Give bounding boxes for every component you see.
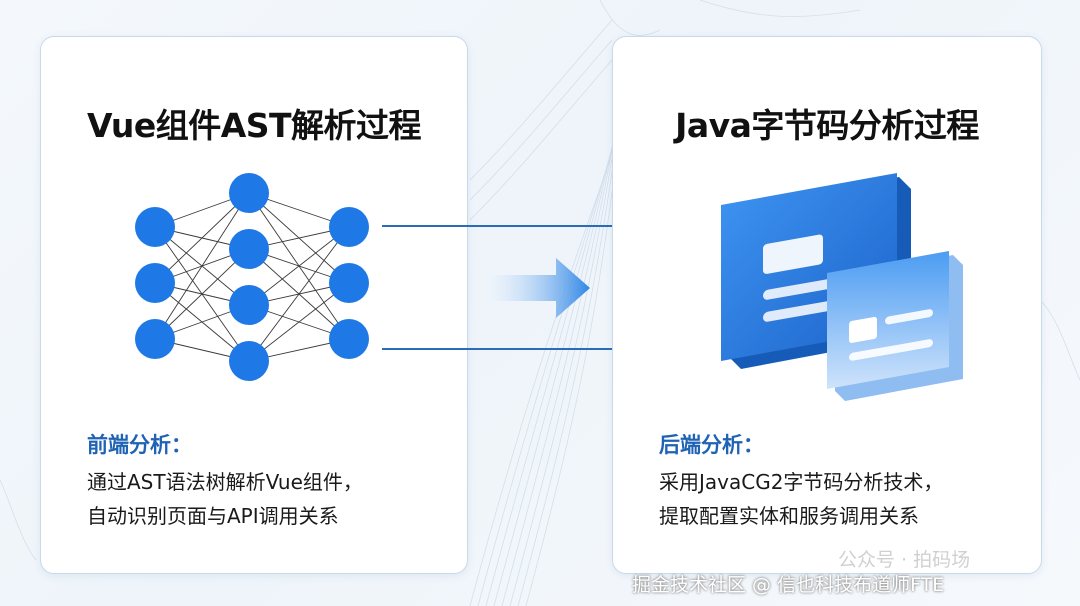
network-node: [229, 285, 269, 325]
network-node: [135, 207, 175, 247]
left-description-line: 通过AST语法树解析Vue组件，: [87, 470, 363, 494]
network-node: [329, 319, 369, 359]
network-edge: [248, 226, 350, 362]
right-panel-title: Java字节码分析过程: [675, 106, 979, 145]
network-node: [229, 341, 269, 381]
network-edge: [154, 248, 250, 340]
left-description: 通过AST语法树解析Vue组件， 自动识别页面与API调用关系: [87, 465, 363, 533]
left-panel-title: Vue组件AST解析过程: [86, 106, 422, 145]
network-node: [329, 207, 369, 247]
network-edge: [154, 192, 250, 284]
right-description-line: 采用JavaCG2字节码分析技术，: [659, 470, 944, 494]
right-description: 采用JavaCG2字节码分析技术， 提取配置实体和服务调用关系: [659, 465, 943, 533]
network-edge: [248, 226, 350, 306]
network-node: [135, 319, 175, 359]
network-node: [135, 263, 175, 303]
left-section-heading: 前端分析：: [87, 433, 192, 457]
network-node: [329, 263, 369, 303]
front-window-icon: [827, 251, 963, 401]
network-edge: [248, 282, 350, 362]
right-description-line: 提取配置实体和服务调用关系: [659, 504, 919, 528]
right-section-heading: 后端分析：: [659, 433, 764, 457]
watermark: 掘金技术社区 @ 信也科技布道师FTE: [632, 574, 945, 596]
document-windows-icon: [721, 173, 963, 401]
right-panel: Java字节码分析过程 后端分析: [612, 36, 1042, 574]
faint-watermark: 公众号 · 拍码场: [838, 549, 971, 571]
left-panel: Vue组件AST解析过程 前端分析： 通过AST语法树解析Vue组件， 自动识别…: [40, 36, 468, 574]
neural-network-diagram: [135, 173, 369, 381]
network-edge: [154, 192, 250, 340]
center-arrow: [490, 258, 590, 318]
left-description-line: 自动识别页面与API调用关系: [87, 504, 339, 528]
network-node: [229, 229, 269, 269]
network-node: [229, 173, 269, 213]
